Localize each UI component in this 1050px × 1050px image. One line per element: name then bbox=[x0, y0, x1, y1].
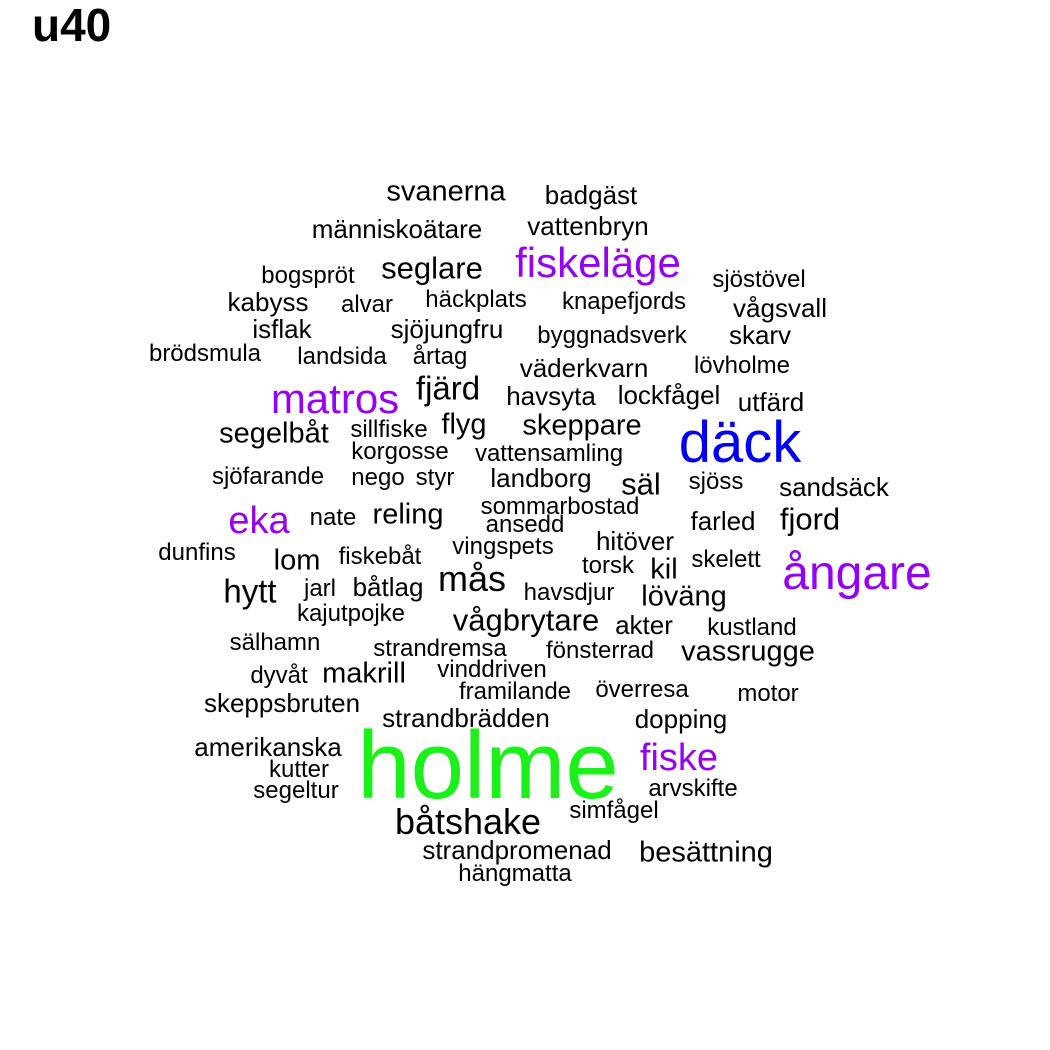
word-lom: lom bbox=[273, 544, 321, 577]
word-landsida: landsida bbox=[297, 343, 387, 370]
word-lovang: löväng bbox=[641, 580, 727, 613]
word-kabyss: kabyss bbox=[227, 287, 309, 317]
word-holme: holme bbox=[357, 712, 619, 819]
word-skarv: skarv bbox=[728, 320, 792, 350]
word-eka: eka bbox=[228, 500, 290, 542]
word-fiskebat: fiskebåt bbox=[338, 543, 422, 570]
word-strandremsa: strandremsa bbox=[373, 635, 507, 662]
word-akter: akter bbox=[615, 610, 673, 640]
word-kajutpojke: kajutpojke bbox=[296, 600, 406, 627]
word-lovholme: lövholme bbox=[693, 352, 791, 379]
word-vagbrytare: vågbrytare bbox=[452, 602, 600, 638]
word-manniskoatare: människoätare bbox=[311, 214, 483, 244]
word-strandpromenad: strandpromenad bbox=[422, 835, 612, 865]
word-jarl: jarl bbox=[303, 575, 337, 602]
word-farled: farled bbox=[690, 506, 756, 536]
word-nate: nate bbox=[309, 504, 357, 531]
word-segeltur: segeltur bbox=[253, 777, 339, 804]
word-fjord: fjord bbox=[779, 501, 841, 537]
word-hackplats: häckplats bbox=[425, 286, 527, 313]
word-besattning: besättning bbox=[639, 836, 773, 869]
word-seglare: seglare bbox=[381, 250, 483, 286]
word-utfard: utfärd bbox=[737, 387, 805, 417]
word-alvar: alvar bbox=[340, 291, 394, 318]
word-sillfiske: sillfiske bbox=[350, 416, 428, 443]
word-motor: motor bbox=[737, 680, 799, 707]
word-sjostovel: sjöstövel bbox=[712, 266, 806, 293]
word-skeppare: skeppare bbox=[522, 409, 642, 442]
word-lockfagel: lockfågel bbox=[617, 380, 721, 410]
word-svanerna: svanerna bbox=[386, 175, 506, 208]
word-sandsack: sandsäck bbox=[779, 472, 889, 502]
word-vassrugge: vassrugge bbox=[681, 635, 815, 668]
word-angare: ångare bbox=[782, 547, 932, 600]
word-arvskifte: arvskifte bbox=[648, 775, 738, 802]
word-amerikanska: amerikanska bbox=[194, 732, 342, 762]
word-fiskelage: fiskeläge bbox=[515, 239, 681, 286]
word-nego: nego bbox=[351, 464, 405, 491]
word-bogsprot: bogspröt bbox=[261, 262, 355, 289]
word-havsdjur: havsdjur bbox=[523, 579, 615, 606]
word-mas: mås bbox=[437, 558, 507, 599]
word-vingspets: vingspets bbox=[452, 533, 554, 560]
word-batshake: båtshake bbox=[394, 801, 542, 842]
word-vagsvall: vågsvall bbox=[733, 293, 827, 323]
word-skelett: skelett bbox=[691, 546, 761, 573]
word-fjard: fjärd bbox=[415, 369, 481, 407]
word-segelbat: segelbåt bbox=[219, 417, 329, 450]
word-kutter: kutter bbox=[268, 756, 330, 783]
word-landborg: landborg bbox=[490, 463, 592, 493]
word-strandbradden: strandbrädden bbox=[382, 703, 550, 733]
page-title: u40 bbox=[32, 0, 112, 51]
word-dunfins: dunfins bbox=[158, 539, 236, 566]
word-vaderkvarn: väderkvarn bbox=[519, 353, 649, 383]
word-artag: årtag bbox=[412, 343, 468, 370]
word-sjofarande: sjöfarande bbox=[211, 463, 325, 490]
word-hangmatta: hängmatta bbox=[458, 860, 572, 887]
word-batlag: båtlag bbox=[352, 572, 424, 602]
word-makrill: makrill bbox=[322, 657, 406, 690]
word-hitover: hitöver bbox=[595, 526, 675, 556]
word-simfagel: simfågel bbox=[569, 797, 659, 824]
word-dack: däck bbox=[678, 410, 802, 475]
word-styr: styr bbox=[415, 464, 455, 491]
word-fonsterrad: fönsterrad bbox=[545, 637, 655, 664]
word-knapefjords: knapefjords bbox=[561, 288, 687, 315]
word-reling: reling bbox=[372, 498, 444, 531]
word-byggnadsverk: byggnadsverk bbox=[537, 322, 687, 349]
word-sal: säl bbox=[621, 466, 661, 502]
word-framilande: framilande bbox=[458, 678, 572, 705]
word-dopping: dopping bbox=[634, 704, 728, 734]
word-hytt: hytt bbox=[223, 572, 277, 610]
word-overresa: överresa bbox=[595, 676, 689, 703]
word-skeppsbruten: skeppsbruten bbox=[203, 688, 361, 718]
word-kustland: kustland bbox=[707, 614, 797, 641]
word-sjojungfru: sjöjungfru bbox=[390, 314, 504, 344]
word-dyvat: dyvåt bbox=[250, 662, 308, 689]
word-matros: matros bbox=[270, 375, 400, 422]
word-salhamn: sälhamn bbox=[229, 629, 321, 656]
word-isflak: isflak bbox=[252, 314, 312, 344]
word-flyg: flyg bbox=[441, 408, 487, 441]
word-sommarbostad: sommarbostad bbox=[480, 493, 640, 520]
word-vattenbryn: vattenbryn bbox=[527, 211, 649, 241]
word-badgast: badgäst bbox=[544, 180, 638, 210]
word-brodsmula: brödsmula bbox=[148, 340, 262, 367]
word-korgosse: korgosse bbox=[351, 438, 449, 465]
word-ansedd: ansedd bbox=[485, 511, 565, 538]
word-havsyta: havsyta bbox=[506, 381, 596, 411]
word-sjoss: sjöss bbox=[688, 468, 744, 495]
word-vinddriven: vinddriven bbox=[437, 656, 547, 683]
word-kil: kil bbox=[650, 553, 678, 586]
word-torsk: torsk bbox=[581, 552, 635, 579]
word-vattensamling: vattensamling bbox=[474, 440, 624, 467]
word-fiske: fiske bbox=[639, 737, 719, 779]
